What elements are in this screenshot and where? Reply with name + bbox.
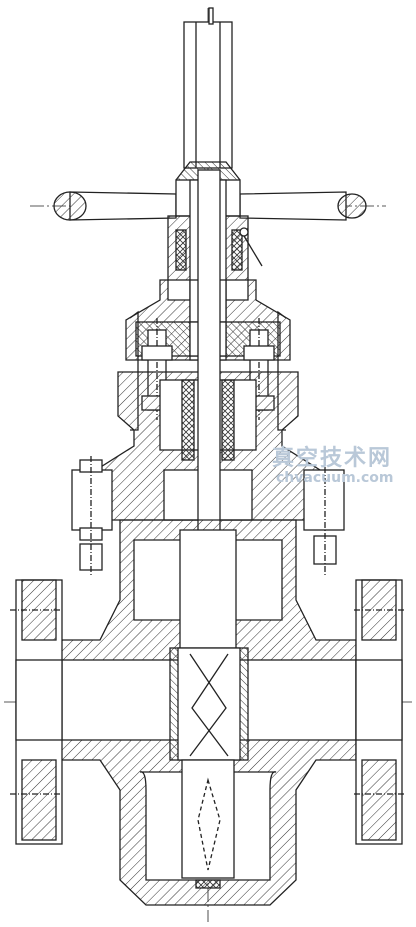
outlet-flange — [354, 579, 406, 845]
inlet-flange — [10, 579, 63, 845]
stem-protector-tube — [183, 7, 233, 169]
watermark-url: chvacuum.com — [276, 470, 394, 486]
watermark-text: 真空技术网 — [272, 446, 393, 471]
gate-wedge — [169, 647, 249, 889]
body-bolts — [71, 456, 345, 576]
